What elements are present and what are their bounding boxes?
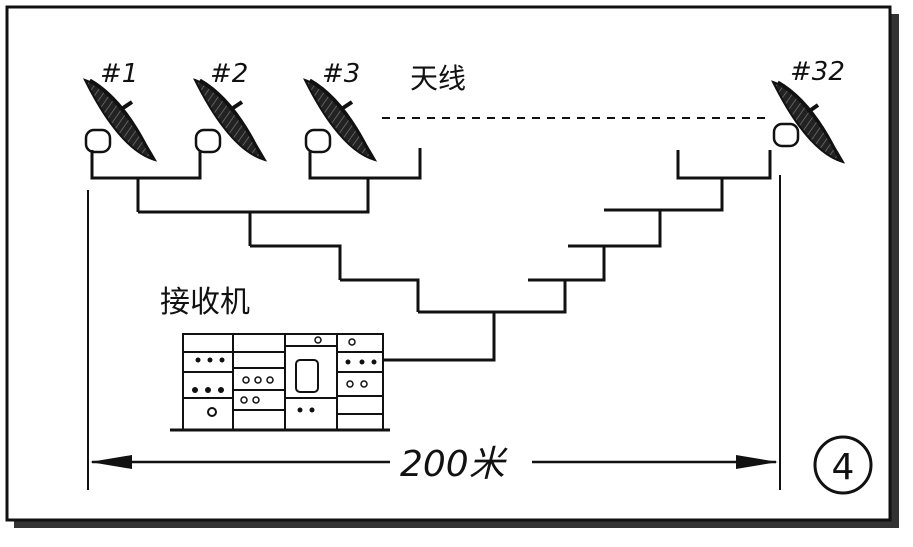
- distance-label: 200米: [400, 444, 509, 485]
- antenna-32: [771, 80, 846, 164]
- antenna-caption: 天线: [410, 62, 466, 95]
- feed-network: [90, 148, 772, 362]
- antenna-label-3: #3: [322, 59, 360, 89]
- antenna-label-32: #32: [790, 57, 845, 87]
- antenna-label-2: #2: [210, 59, 248, 89]
- page-border: [5, 5, 899, 528]
- antenna-2: [193, 78, 268, 162]
- receiver-rack: [170, 333, 390, 432]
- figure-number: 4: [832, 447, 855, 488]
- figure-number-circle: [813, 435, 873, 495]
- antenna-1: [83, 78, 158, 162]
- antenna-label-1: #1: [100, 59, 138, 89]
- distance-arrow: [90, 455, 778, 469]
- receiver-caption: 接收机: [160, 285, 250, 320]
- receiver-knobs: [192, 336, 377, 417]
- antenna-3: [303, 78, 378, 162]
